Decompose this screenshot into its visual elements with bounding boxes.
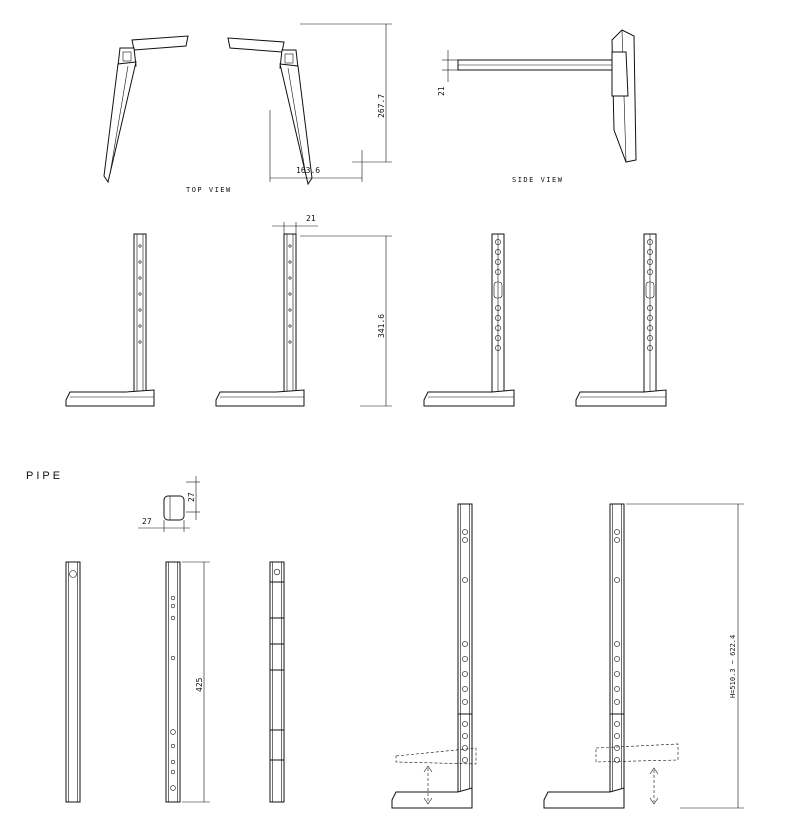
total-height-dimension-lines [626, 503, 744, 809]
pipe-front [65, 561, 81, 803]
pipe-cross-section [138, 476, 200, 532]
top-view-label: TOP VIEW [186, 186, 232, 194]
base-dimension-lines [269, 23, 392, 182]
pipe-back [269, 561, 285, 803]
pipe-length-dimension: 425 [195, 677, 204, 692]
assembled-stand-left [391, 503, 473, 809]
base-width-dimension: 163.6 [296, 166, 321, 175]
base-height-dimension: 267.7 [377, 93, 386, 118]
top-view-left [103, 35, 189, 183]
pipe-section-label: PIPE [26, 470, 64, 482]
side-view-label: SIDE VIEW [512, 176, 564, 184]
pipe-depth-dimension: 27 [187, 492, 196, 502]
side-view [442, 29, 637, 163]
stand-width-dimension: 21 [306, 214, 316, 223]
assembled-stand-right [543, 503, 625, 809]
height-adjust-indicators [395, 743, 679, 805]
stand-back-view [423, 233, 515, 407]
total-height-dimension: H=510.3 ~ 622.4 [729, 634, 737, 698]
pipe-dimension-lines [182, 561, 210, 803]
stand-dimension-lines [272, 222, 392, 407]
stand-back-view-alt [575, 233, 667, 407]
side-thickness-dimension: 21 [437, 86, 446, 96]
stand-height-dimension: 341.6 [377, 313, 386, 338]
stand-front-view [65, 233, 155, 407]
stand-front-view-dimensioned [215, 233, 305, 407]
pipe-width-dimension: 27 [142, 517, 152, 526]
pipe-side-dimensioned [165, 561, 181, 803]
